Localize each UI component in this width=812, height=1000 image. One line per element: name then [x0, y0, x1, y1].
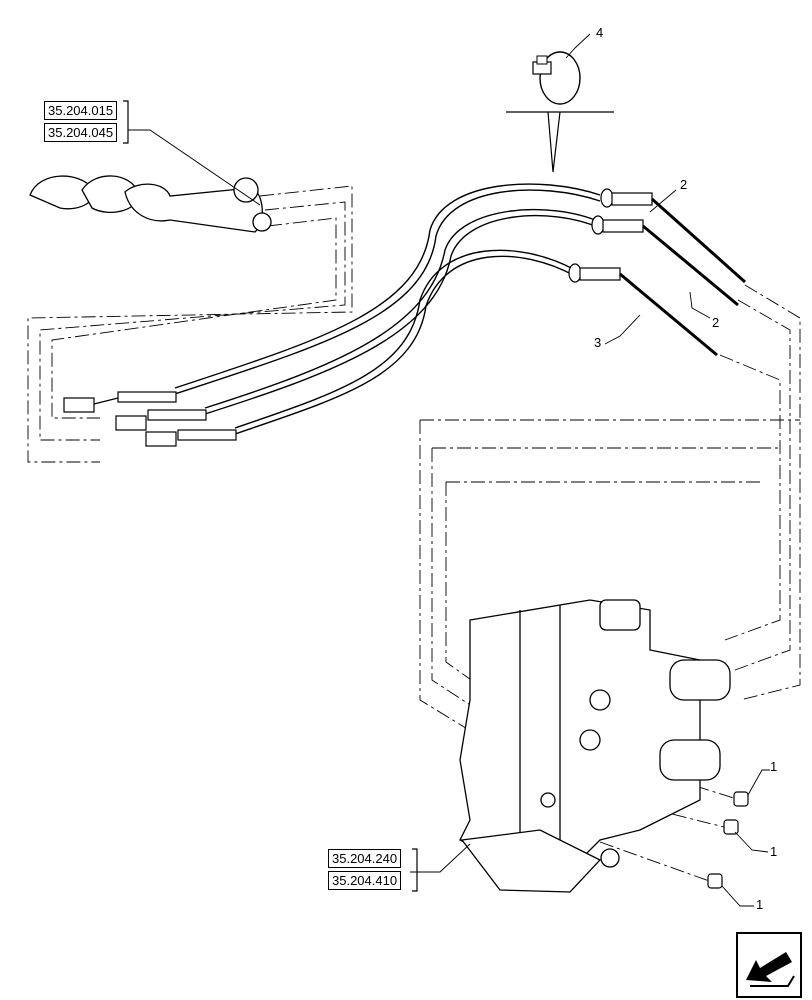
cable-end-fittings-right [568, 188, 746, 357]
leader-lines [128, 33, 770, 907]
callout-cable-tie: 4 [596, 25, 604, 40]
cable-tie [506, 51, 614, 173]
control-lever-handle [29, 175, 272, 233]
cable-end-fittings-left [63, 391, 237, 447]
caps [707, 791, 749, 889]
ref-brackets [123, 100, 418, 892]
dashed-assembly-lines [27, 185, 801, 883]
callout-cable-lower: 3 [594, 335, 602, 350]
callout-cap-top: 1 [770, 759, 778, 774]
callout-cap-middle: 1 [770, 844, 778, 859]
ref-code-lower-2[interactable]: 35.204.410 [328, 871, 402, 890]
ref-code-upper-1[interactable]: 35.204.015 [44, 101, 118, 120]
ref-code-lower-1[interactable]: 35.204.240 [328, 849, 402, 868]
callout-cable-middle: 2 [712, 315, 720, 330]
callout-cap-bottom: 1 [756, 897, 764, 912]
ref-code-upper-2[interactable]: 35.204.045 [44, 123, 118, 142]
control-valve-body [459, 599, 731, 893]
cables [174, 183, 601, 435]
arrow-back-icon[interactable] [736, 932, 802, 998]
callout-cable-upper: 2 [680, 177, 688, 192]
